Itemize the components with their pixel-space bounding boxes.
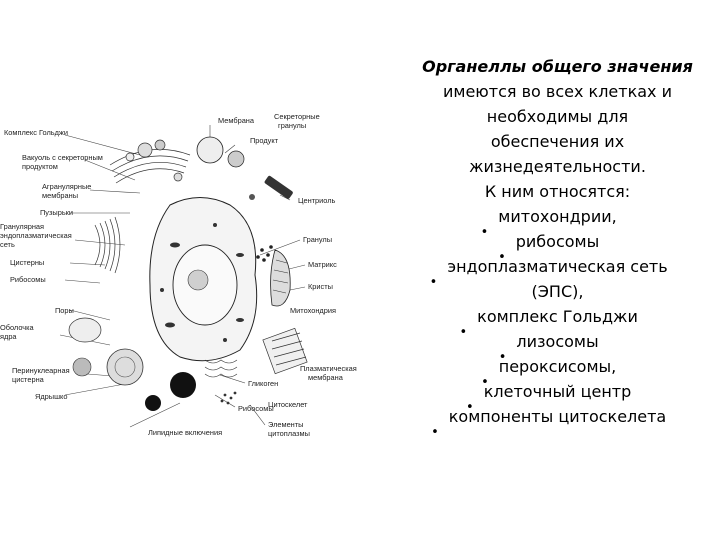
list-item: (ЭПС), — [531, 282, 584, 301]
granules-cluster — [256, 245, 273, 262]
label-elements: Элементы — [268, 420, 303, 429]
label-plasma-2: мембрана — [308, 373, 344, 382]
list-item: митохондрии, — [481, 207, 617, 245]
list-item: эндоплазматическая сеть — [430, 257, 668, 295]
list-item: клеточный центр — [466, 382, 632, 420]
label-vacuole: Вакуоль с секреторным — [22, 153, 103, 162]
product-granule — [227, 150, 245, 168]
description-line: имеются во всех клетках и — [442, 82, 672, 101]
label-cytoskeleton: Цитоскелет — [268, 400, 308, 409]
lipid-droplet-small — [145, 395, 161, 411]
label-golgi: Комплекс Гольджи — [4, 128, 68, 137]
nucleolus-detail — [72, 357, 92, 377]
plasma-membrane-detail — [262, 327, 308, 375]
cell-granules — [160, 223, 244, 342]
label-perinuclear: Перинуклеарная — [12, 366, 70, 375]
label-glycogen: Гликоген — [248, 379, 278, 388]
label-pores: Поры — [55, 306, 74, 315]
label-membrane: Мембрана — [218, 116, 255, 125]
label-matrix: Матрикс — [308, 260, 337, 269]
list-item: компоненты цитоскелета — [431, 407, 667, 445]
lipid-droplet — [170, 372, 196, 398]
label-granular-3: сеть — [0, 240, 15, 249]
label-agranular: Агранулярные — [42, 182, 91, 191]
label-cisterns: Цистерны — [10, 258, 44, 267]
label-ribosomes-2: Рибосомы — [238, 404, 274, 413]
list-item: пероксисомы, — [481, 357, 617, 395]
label-vacuole-2: продуктом — [22, 162, 58, 171]
mitochondrion — [270, 249, 291, 307]
label-mitochondrion: Митохондрия — [290, 306, 336, 315]
label-nucleolus: Ядрышко — [35, 392, 67, 401]
list-item: комплекс Гольджи — [459, 307, 638, 345]
label-granular: Гранулярная — [0, 222, 44, 231]
section-title: Органеллы общего значения — [422, 57, 693, 76]
label-granular-2: эндоплазматическая — [0, 231, 72, 240]
organelle-list: митохондрии, рибосомы эндоплазматическая… — [405, 204, 710, 445]
label-centriole: Центриоль — [298, 196, 336, 205]
nuclear-envelope-detail — [68, 317, 102, 343]
label-perinuclear-2: цистерна — [12, 375, 45, 384]
label-vesicles: Пузырьки — [40, 208, 73, 217]
description-line: необходимы для — [486, 107, 629, 126]
label-lipid: Липидные включения — [148, 428, 222, 437]
label-agranular-2: мембраны — [42, 191, 78, 200]
er-network — [94, 216, 121, 274]
description-line: жизнедеятельности. — [469, 157, 646, 176]
label-envelope: Оболочка — [0, 323, 35, 332]
cytoskeleton-detail — [204, 359, 238, 378]
label-product: Продукт — [250, 136, 279, 145]
label-secretory: Секреторные — [274, 112, 320, 121]
list-item: рибосомы — [498, 232, 600, 270]
label-cristae: Кристы — [308, 282, 333, 291]
label-granules: Гранулы — [303, 235, 332, 244]
perinuclear-cistern — [106, 348, 144, 386]
secretory-granule — [196, 136, 224, 164]
label-secretory-2: гранулы — [278, 121, 306, 130]
cell-organelles-diagram: Комплекс Гольджи Вакуоль с секреторным п… — [0, 112, 357, 438]
description-line: обеспечения их — [490, 132, 625, 151]
label-envelope-2: ядра — [0, 332, 17, 341]
organelles-description: Органеллы общего значения имеются во все… — [405, 54, 710, 445]
label-elements-2: цитоплазмы — [268, 429, 310, 438]
ribosome-dots — [220, 391, 237, 405]
label-ribosomes: Рибосомы — [10, 275, 46, 284]
centriole — [249, 175, 293, 200]
description-line: К ним относятся: — [484, 182, 631, 201]
nucleolus — [187, 269, 209, 291]
golgi-complex — [109, 139, 191, 184]
label-plasma: Плазматическая — [300, 364, 357, 373]
list-item: лизосомы — [499, 332, 599, 370]
